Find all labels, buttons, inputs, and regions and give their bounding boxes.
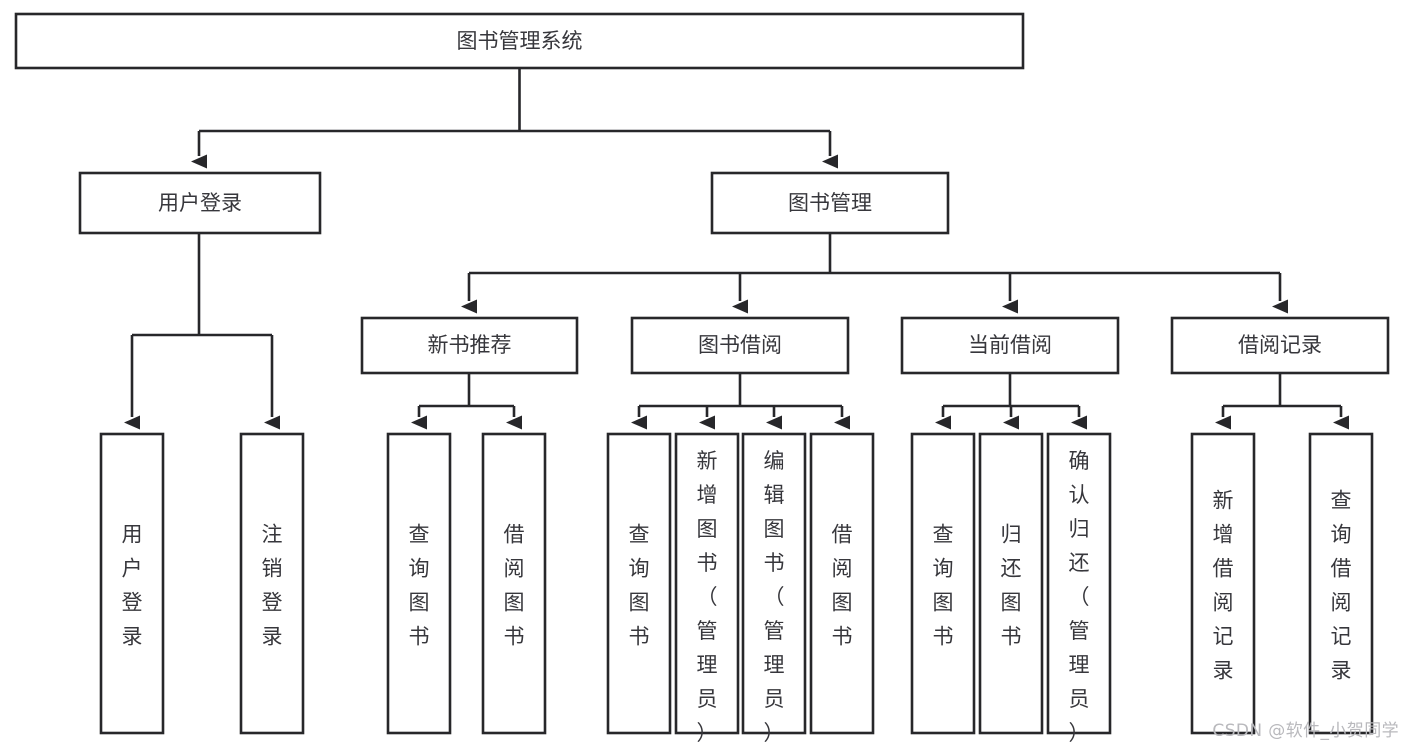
leaf-add-record-box[interactable]	[1190, 432, 1256, 735]
leaf-query-book-1[interactable]: 查询图书	[386, 432, 452, 735]
leaf-query-book-2-label: 查询图书	[629, 523, 650, 649]
leaf-add-record[interactable]: 新增借阅记录	[1190, 432, 1256, 735]
leaf-edit-book-label: 编辑图书（管理员）	[764, 449, 785, 745]
node-book-borrow[interactable]: 图书借阅	[630, 316, 850, 375]
node-root[interactable]: 图书管理系统	[14, 12, 1025, 70]
node-root-label: 图书管理系统	[457, 29, 583, 53]
node-borrow-record-label: 借阅记录	[1238, 333, 1322, 357]
node-book-borrow-label: 图书借阅	[698, 333, 782, 357]
node-borrow-record[interactable]: 借阅记录	[1170, 316, 1390, 375]
leaf-query-book-1-box[interactable]	[386, 432, 452, 735]
leaf-edit-book[interactable]: 编辑图书（管理员）	[741, 432, 807, 745]
leaf-query-book-3-label: 查询图书	[933, 523, 954, 649]
node-new-book-rec-box[interactable]	[360, 316, 579, 375]
leaf-confirm-return-box[interactable]	[1046, 432, 1112, 735]
node-root-box[interactable]	[14, 12, 1025, 70]
leaf-add-book[interactable]: 新增图书（管理员）	[674, 432, 740, 745]
watermark: CSDN @软件_小贺同学	[1212, 721, 1399, 741]
node-new-book-rec-label: 新书推荐	[428, 333, 512, 357]
node-book-manage-label: 图书管理	[788, 191, 872, 215]
leaf-query-book-3-box[interactable]	[910, 432, 976, 735]
node-user-login-box[interactable]	[78, 171, 322, 235]
leaf-borrow-book-1-box[interactable]	[481, 432, 547, 735]
leaf-return-book-box[interactable]	[978, 432, 1044, 735]
leaf-query-book-2[interactable]: 查询图书	[606, 432, 672, 735]
leaf-logout-login-label: 注销登录	[262, 523, 283, 649]
leaf-logout-login-box[interactable]	[239, 432, 305, 735]
leaf-query-book-2-box[interactable]	[606, 432, 672, 735]
leaf-borrow-book-2[interactable]: 借阅图书	[809, 432, 875, 735]
leaf-query-book-1-label: 查询图书	[409, 523, 430, 649]
leaf-return-book[interactable]: 归还图书	[978, 432, 1044, 735]
leaf-query-record-box[interactable]	[1308, 432, 1374, 735]
leaf-node-layer: 用户登录 注销登录 查询图书 借阅图书 查询图书 新增图书（管理员） 编辑图书（管理员） 借阅…	[99, 432, 1374, 745]
node-new-book-rec[interactable]: 新书推荐	[360, 316, 579, 375]
leaf-logout-login[interactable]: 注销登录	[239, 432, 305, 735]
leaf-borrow-book-2-box[interactable]	[809, 432, 875, 735]
node-book-manage-box[interactable]	[710, 171, 950, 235]
leaf-user-login-box[interactable]	[99, 432, 165, 735]
leaf-user-login[interactable]: 用户登录	[99, 432, 165, 735]
connector-layer	[124, 68, 1349, 430]
leaf-add-record-label: 新增借阅记录	[1213, 489, 1234, 683]
node-user-login-label: 用户登录	[158, 191, 242, 215]
leaf-return-book-label: 归还图书	[1001, 523, 1022, 649]
leaf-add-book-box[interactable]	[674, 432, 740, 735]
node-book-borrow-box[interactable]	[630, 316, 850, 375]
leaf-query-book-3[interactable]: 查询图书	[910, 432, 976, 735]
leaf-add-book-label: 新增图书（管理员）	[697, 449, 718, 745]
leaf-edit-book-box[interactable]	[741, 432, 807, 735]
leaf-query-record-label: 查询借阅记录	[1331, 489, 1352, 683]
leaf-borrow-book-1[interactable]: 借阅图书	[481, 432, 547, 735]
node-current-borrow-label: 当前借阅	[968, 333, 1052, 357]
node-current-borrow[interactable]: 当前借阅	[900, 316, 1120, 375]
node-layer: 图书管理系统 用户登录 图书管理 新书推荐 图书借阅 当前借阅	[14, 12, 1390, 375]
leaf-user-login-label: 用户登录	[122, 523, 143, 649]
leaf-query-record[interactable]: 查询借阅记录	[1308, 432, 1374, 735]
leaf-confirm-return-label: 确认归还（管理员）	[1069, 449, 1090, 745]
leaf-borrow-book-2-label: 借阅图书	[832, 523, 853, 649]
leaf-borrow-book-1-label: 借阅图书	[504, 523, 525, 649]
node-current-borrow-box[interactable]	[900, 316, 1120, 375]
node-user-login[interactable]: 用户登录	[78, 171, 322, 235]
node-borrow-record-box[interactable]	[1170, 316, 1390, 375]
leaf-confirm-return[interactable]: 确认归还（管理员）	[1046, 432, 1112, 745]
node-book-manage[interactable]: 图书管理	[710, 171, 950, 235]
